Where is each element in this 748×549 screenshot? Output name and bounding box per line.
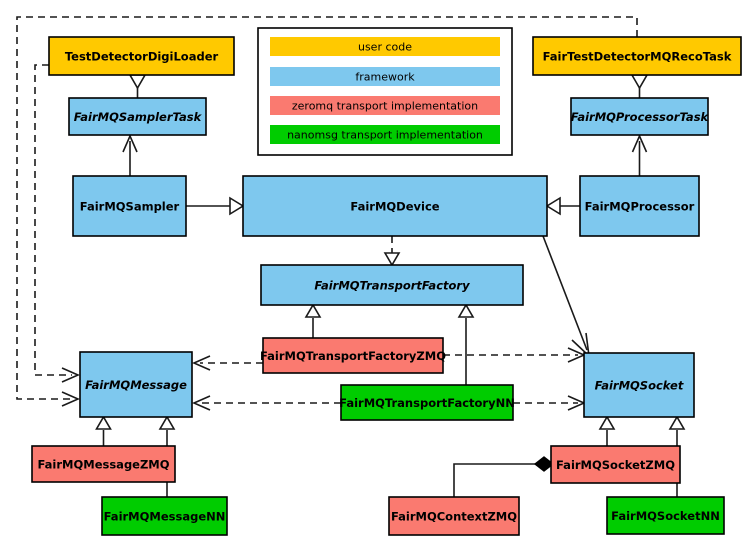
node-fairmqdevice[interactable]: FairMQDevice <box>242 175 548 237</box>
edge-contextzmq-to-socketzmq <box>453 463 537 497</box>
node-fairmqmessagezmq-label: FairMQMessageZMQ <box>37 458 169 472</box>
node-fairmqtransportfactory[interactable]: FairMQTransportFactory <box>260 264 524 306</box>
edge-tfzmq-to-transportfactory-arrowhead <box>304 303 322 318</box>
edge-socketzmq-to-socket-arrowhead <box>598 415 616 430</box>
node-fairmqtransportfactorynn[interactable]: FairMQTransportFactoryNN <box>339 384 515 421</box>
node-fairmqtransportfactoryzmq[interactable]: FairMQTransportFactoryZMQ <box>260 337 446 374</box>
node-fairmqmessage-label: FairMQMessage <box>85 378 187 392</box>
node-fairmqsocketnn-label: FairMQSocketNN <box>611 509 720 523</box>
node-fairmqsamplertask-label: FairMQSamplerTask <box>74 110 203 124</box>
legend-item-zeromq: zeromq transport implementation <box>270 96 500 115</box>
node-testdetectordigiloader[interactable]: TestDetectorDigiLoader <box>48 36 235 76</box>
legend: user code framework zeromq transport imp… <box>257 27 513 156</box>
node-fairmqprocessortask[interactable]: FairMQProcessorTask <box>570 97 710 136</box>
node-fairmqprocessortask-box[interactable] <box>570 97 709 136</box>
node-fairmqsampler[interactable]: FairMQSampler <box>72 175 187 237</box>
node-fairmqcontextzmq-label: FairMQContextZMQ <box>391 510 517 524</box>
node-fairmqmessagezmq-box[interactable] <box>31 445 176 483</box>
node-fairmqsocket-label: FairMQSocket <box>595 379 684 393</box>
node-fairmqtransportfactoryzmq-box[interactable] <box>262 337 444 374</box>
node-fairmqsampler-label: FairMQSampler <box>80 200 180 214</box>
edge-messagenn-to-message-arrowhead <box>158 415 176 430</box>
edge-device-to-socket <box>542 235 588 351</box>
edge-sampler-to-device-arrowhead <box>229 196 245 216</box>
node-fairmqprocessortask-label: FairMQProcessorTask <box>571 110 710 124</box>
node-fairmqsocket-box[interactable] <box>583 352 695 418</box>
node-fairmqsampler-box[interactable] <box>72 175 187 237</box>
node-testdetectordigiloader-label: TestDetectorDigiLoader <box>65 50 219 64</box>
node-fairtestdetectormqrecotask-box[interactable] <box>532 36 742 76</box>
edge-digiloader-to-message <box>34 64 72 376</box>
node-fairmqtransportfactorynn-label: FairMQTransportFactoryNN <box>339 396 515 410</box>
edge-digiloader-to-message-arrowhead <box>61 367 80 383</box>
edge-socketnn-to-socket-arrowhead <box>668 415 686 430</box>
node-fairmqdevice-box[interactable] <box>242 175 548 237</box>
node-fairmqprocessor[interactable]: FairMQProcessor <box>579 175 700 237</box>
node-fairmqtransportfactory-box[interactable] <box>260 264 524 306</box>
legend-item-nanomsg: nanomsg transport implementation <box>270 125 500 144</box>
node-fairmqsocketzmq-box[interactable] <box>550 445 681 484</box>
node-layer: TestDetectorDigiLoader FairTestDetectorM… <box>31 36 742 536</box>
edge-processor-to-device-arrowhead <box>545 196 561 216</box>
node-fairmqdevice-label: FairMQDevice <box>350 200 439 214</box>
node-fairmqcontextzmq-box[interactable] <box>388 496 520 536</box>
edge-tfnn-to-message-arrowhead <box>192 395 211 411</box>
legend-item-user-code: user code <box>270 37 500 56</box>
node-fairmqsocketzmq-label: FairMQSocketZMQ <box>556 458 675 472</box>
legend-swatch-framework <box>270 67 500 86</box>
edge-tfnn-to-transportfactory-arrowhead <box>457 303 475 318</box>
edge-messagezmq-to-message-arrowhead <box>95 415 112 430</box>
node-fairmqcontextzmq[interactable]: FairMQContextZMQ <box>388 496 520 536</box>
node-fairmqsamplertask-box[interactable] <box>68 97 207 136</box>
node-fairmqmessagenn-box[interactable] <box>101 496 228 536</box>
legend-label-nanomsg: nanomsg transport implementation <box>287 129 483 142</box>
node-fairmqsamplertask[interactable]: FairMQSamplerTask <box>68 97 207 136</box>
legend-item-framework: framework <box>270 67 500 86</box>
legend-label-user-code: user code <box>358 41 412 54</box>
edge-recotask-to-message-arrowhead <box>61 391 80 407</box>
node-fairmqtransportfactorynn-box[interactable] <box>340 384 514 421</box>
node-fairtestdetectormqrecotask-label: FairTestDetectorMQRecoTask <box>543 50 732 64</box>
edge-processor-to-processortask-arrowhead <box>631 134 648 153</box>
edge-recotask-to-message <box>16 16 638 400</box>
legend-swatch-user-code <box>270 37 500 56</box>
node-fairmqtransportfactoryzmq-label: FairMQTransportFactoryZMQ <box>260 349 446 363</box>
node-fairmqsocketnn[interactable]: FairMQSocketNN <box>606 496 725 535</box>
edge-sampler-to-samplertask-arrowhead <box>122 134 138 153</box>
node-testdetectordigiloader-box[interactable] <box>48 36 235 76</box>
node-fairmqsocket[interactable]: FairMQSocket <box>583 352 695 418</box>
edge-tfzmq-to-message-arrowhead <box>192 355 211 371</box>
legend-label-zeromq: zeromq transport implementation <box>292 100 478 113</box>
legend-swatch-nanomsg <box>270 125 500 144</box>
node-fairmqprocessor-label: FairMQProcessor <box>585 200 695 214</box>
legend-label-framework: framework <box>355 71 415 84</box>
edge-recotask-to-processortask-arrowhead <box>630 74 649 90</box>
node-fairmqmessage-box[interactable] <box>79 351 193 418</box>
node-fairmqmessage[interactable]: FairMQMessage <box>79 351 193 418</box>
node-fairmqsocketzmq[interactable]: FairMQSocketZMQ <box>550 445 681 484</box>
node-fairmqsocketnn-box[interactable] <box>606 496 725 535</box>
legend-swatch-zeromq <box>270 96 500 115</box>
node-fairmqmessagenn[interactable]: FairMQMessageNN <box>101 496 228 536</box>
node-fairmqmessagezmq[interactable]: FairMQMessageZMQ <box>31 445 176 483</box>
edge-digiloader-to-samplertask-arrowhead <box>128 74 147 90</box>
node-fairmqprocessor-box[interactable] <box>579 175 700 237</box>
edge-device-to-transportfactory-arrowhead <box>383 252 401 267</box>
node-fairmqtransportfactory-label: FairMQTransportFactory <box>314 279 470 293</box>
node-fairtestdetectormqrecotask[interactable]: FairTestDetectorMQRecoTask <box>532 36 742 76</box>
node-fairmqmessagenn-label: FairMQMessageNN <box>104 510 226 524</box>
